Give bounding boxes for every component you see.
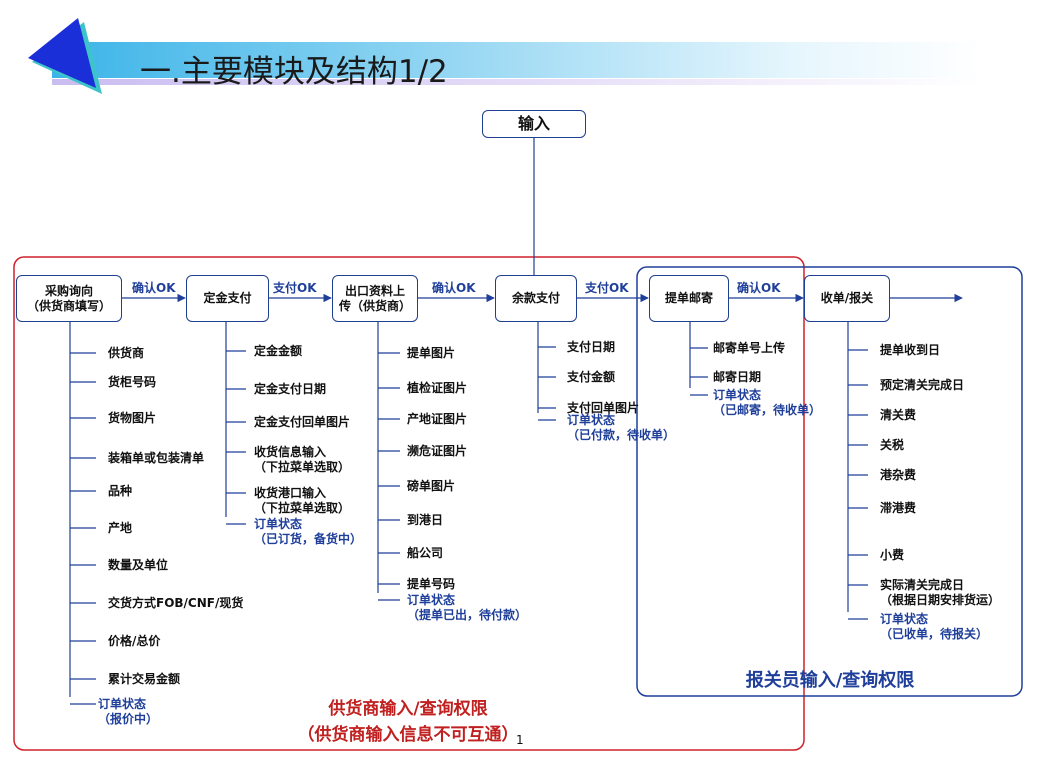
field-export_docs-2: 产地证图片 bbox=[407, 412, 468, 426]
module-bl_mail: 提单邮寄 bbox=[649, 275, 729, 322]
field-purchase-7: 交货方式FOB/CNF/现货 bbox=[108, 596, 244, 610]
module-deposit: 定金支付 bbox=[186, 275, 269, 322]
field-receive_clear-6: 小费 bbox=[880, 548, 905, 562]
status-export_docs: 订单状态（提单已出，待付款） bbox=[407, 593, 528, 622]
field-receive_clear-5: 滞港费 bbox=[880, 501, 917, 515]
field-purchase-4: 品种 bbox=[108, 484, 133, 498]
field-deposit-0: 定金金额 bbox=[254, 344, 303, 358]
field-purchase-2: 货物图片 bbox=[108, 411, 157, 425]
transition-label-0: 确认OK bbox=[132, 281, 176, 295]
field-export_docs-1: 植检证图片 bbox=[407, 381, 468, 395]
field-deposit-3: 收货信息输入（下拉菜单选取） bbox=[254, 445, 351, 474]
status-deposit: 订单状态（已订货，备货中） bbox=[254, 517, 363, 546]
field-deposit-4: 收货港口输入（下拉菜单选取） bbox=[254, 486, 351, 515]
status-balance: 订单状态（已付款，待收单） bbox=[567, 413, 676, 442]
status-purchase: 订单状态（报价中） bbox=[98, 697, 159, 726]
transition-label-4: 确认OK bbox=[737, 281, 781, 295]
field-purchase-9: 累计交易金额 bbox=[108, 672, 181, 686]
title-underline bbox=[52, 79, 982, 85]
field-receive_clear-3: 关税 bbox=[880, 438, 905, 452]
field-receive_clear-7: 实际清关完成日（根据日期安排货运） bbox=[880, 578, 1001, 607]
field-receive_clear-0: 提单收到日 bbox=[880, 343, 941, 357]
status-receive_clear: 订单状态（已收单，待报关） bbox=[880, 612, 989, 641]
field-purchase-6: 数量及单位 bbox=[108, 558, 169, 572]
module-export_docs: 出口资料上传（供货商） bbox=[332, 275, 418, 322]
transition-label-2: 确认OK bbox=[432, 281, 476, 295]
page-number: 1 bbox=[516, 733, 524, 747]
page-title: 一.主要模块及结构1/2 bbox=[140, 54, 448, 90]
field-export_docs-5: 到港日 bbox=[407, 513, 444, 527]
field-purchase-5: 产地 bbox=[108, 521, 133, 535]
field-purchase-0: 供货商 bbox=[108, 346, 145, 360]
field-deposit-1: 定金支付日期 bbox=[254, 382, 327, 396]
title-banner: 一.主要模块及结构1/2 bbox=[0, 0, 1039, 110]
title-bar-gradient bbox=[52, 42, 982, 78]
field-balance-1: 支付金额 bbox=[567, 370, 616, 384]
field-receive_clear-2: 清关费 bbox=[880, 408, 917, 422]
module-receive_clear: 收单/报关 bbox=[804, 275, 890, 322]
supplier-region-caption: 供货商输入/查询权限 bbox=[328, 699, 488, 719]
field-bl_mail-1: 邮寄日期 bbox=[713, 370, 762, 384]
field-balance-0: 支付日期 bbox=[567, 340, 616, 354]
broker-region-caption: 报关员输入/查询权限 bbox=[745, 670, 915, 691]
field-balance-2: 支付回单图片 bbox=[567, 401, 640, 415]
field-purchase-8: 价格/总价 bbox=[108, 634, 161, 648]
input-node: 输入 bbox=[482, 110, 586, 138]
field-bl_mail-0: 邮寄单号上传 bbox=[713, 341, 786, 355]
supplier-region-note: （供货商输入信息不可互通） bbox=[297, 725, 519, 745]
field-receive_clear-4: 港杂费 bbox=[880, 468, 917, 482]
broker-region bbox=[636, 266, 1023, 697]
field-deposit-2: 定金支付回单图片 bbox=[254, 415, 351, 429]
field-export_docs-3: 濒危证图片 bbox=[407, 444, 468, 458]
module-balance: 余款支付 bbox=[495, 275, 577, 322]
transition-label-3: 支付OK bbox=[585, 281, 629, 295]
title-triangle-icon bbox=[28, 18, 102, 94]
module-purchase: 采购询向（供货商填写） bbox=[16, 275, 122, 322]
transition-label-1: 支付OK bbox=[273, 281, 317, 295]
field-purchase-1: 货柜号码 bbox=[108, 375, 157, 389]
field-export_docs-7: 提单号码 bbox=[407, 577, 456, 591]
field-purchase-3: 装箱单或包装清单 bbox=[108, 451, 205, 465]
field-export_docs-4: 磅单图片 bbox=[407, 479, 456, 493]
field-export_docs-0: 提单图片 bbox=[407, 346, 456, 360]
status-bl_mail: 订单状态（已邮寄，待收单） bbox=[713, 388, 822, 417]
field-export_docs-6: 船公司 bbox=[407, 546, 444, 560]
supplier-region bbox=[13, 256, 805, 751]
field-receive_clear-1: 预定清关完成日 bbox=[880, 378, 965, 392]
